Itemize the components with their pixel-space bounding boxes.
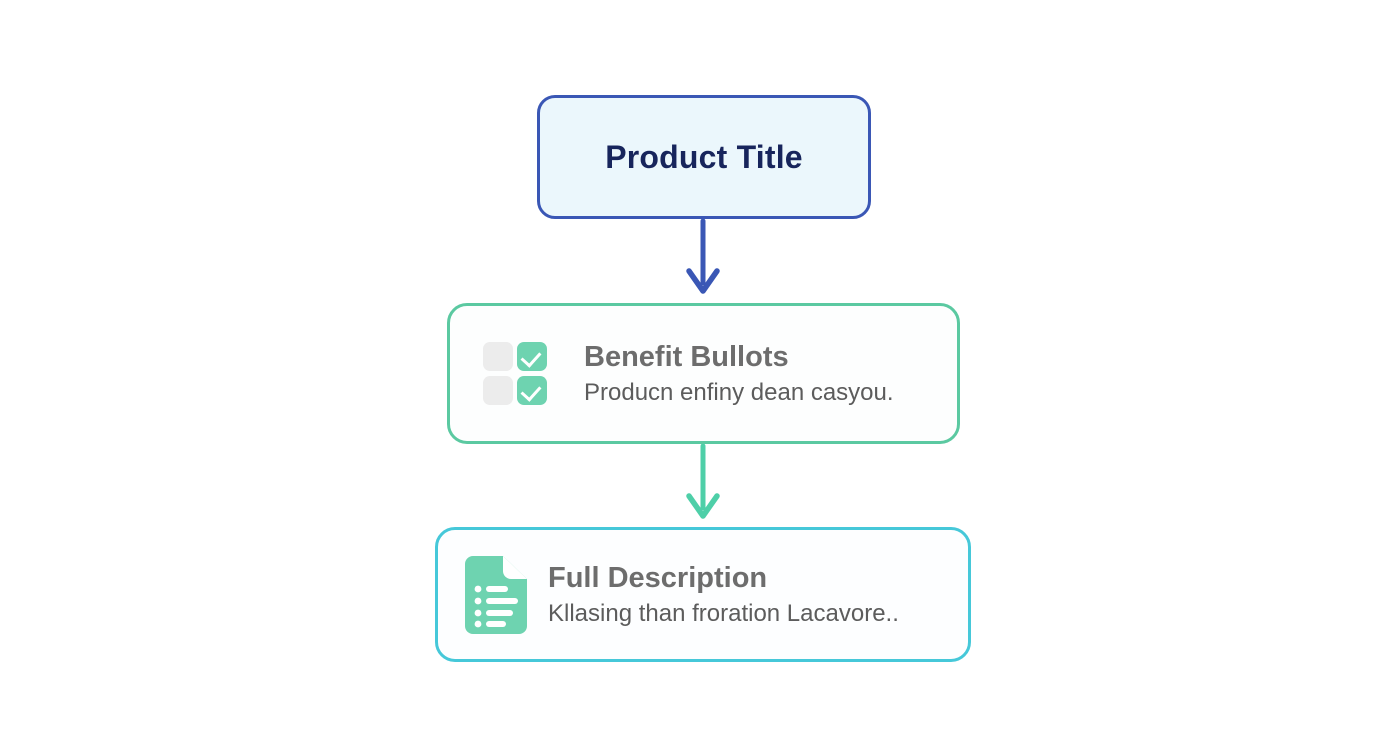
checkbox-grid-icon (483, 341, 549, 406)
arrow-title-to-bullets-icon (686, 219, 720, 294)
node-benefit-bullets[interactable]: Benefit Bullots Producn enfiny dean casy… (447, 303, 960, 444)
node-benefit-bullets-heading: Benefit Bullots (584, 340, 789, 373)
checkbox-checked-icon (517, 341, 547, 371)
node-full-description-text: Full Description Kllasing than froration… (548, 560, 899, 629)
node-product-title[interactable]: Product Title (537, 95, 871, 219)
checkbox-checked-icon (517, 375, 547, 405)
node-benefit-bullets-subtitle: Producn enfiny dean casyou. (584, 379, 894, 407)
checkbox-empty-icon (483, 341, 513, 371)
node-benefit-bullets-text: Benefit Bullots Producn enfiny dean casy… (584, 339, 894, 408)
node-full-description-subtitle: Kllasing than froration Lacavore.. (548, 600, 899, 628)
checkbox-empty-icon (483, 375, 513, 405)
node-full-description[interactable]: Full Description Kllasing than froration… (435, 527, 971, 662)
node-full-description-heading: Full Description (548, 561, 768, 594)
arrow-bullets-to-description-icon (686, 444, 720, 519)
document-list-icon (465, 555, 527, 634)
node-product-title-label: Product Title (605, 138, 803, 175)
